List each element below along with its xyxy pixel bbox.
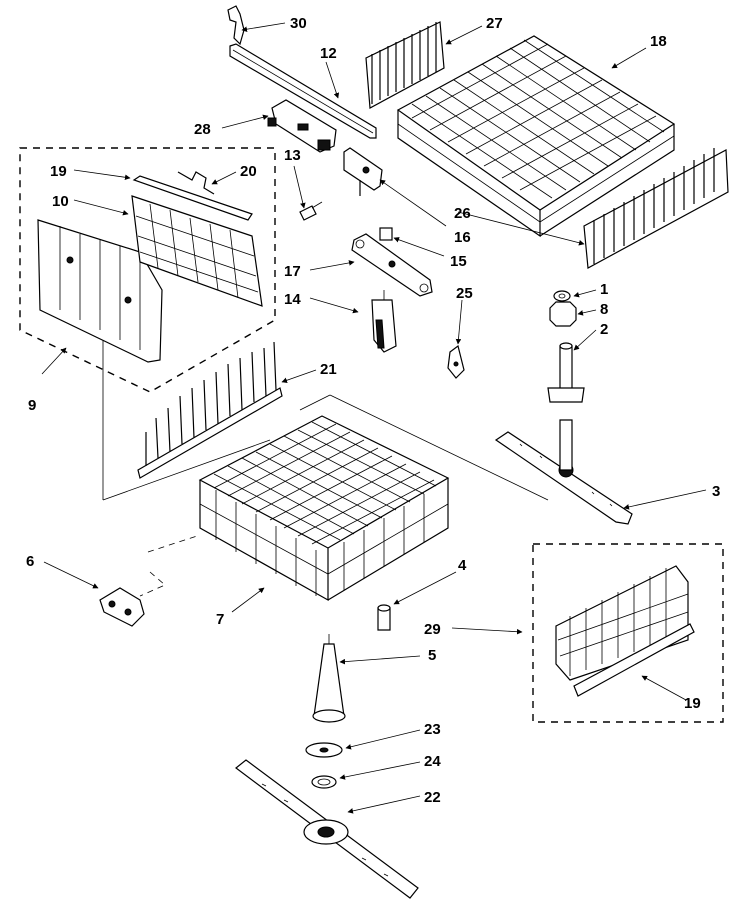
spray-tube-part-2 (547, 342, 585, 403)
clip-part-25 (447, 344, 465, 379)
tine-row-part-21 (137, 341, 283, 479)
label-6: 6 (26, 553, 34, 570)
label-25: 25 (456, 285, 473, 302)
strip-part-19-lower (573, 623, 695, 697)
label-26: 26 (454, 205, 471, 222)
leader-lines (41, 22, 707, 814)
label-22: 22 (424, 789, 441, 806)
clip-part-20 (177, 171, 215, 195)
label-13: 13 (284, 147, 301, 164)
washer-part-1 (553, 290, 571, 302)
label-19-upper: 19 (50, 163, 67, 180)
bracket-part-16 (343, 147, 383, 196)
screw-part-13 (299, 201, 323, 221)
label-27: 27 (486, 15, 503, 32)
label-10: 10 (52, 193, 69, 210)
label-29: 29 (424, 621, 441, 638)
clip-part-30 (227, 5, 245, 46)
label-7: 7 (216, 611, 224, 628)
label-30: 30 (290, 15, 307, 32)
spray-arm-part-3 (494, 419, 633, 525)
label-9: 9 (28, 397, 36, 414)
group-box-9 (19, 147, 276, 393)
part-labels: 30 12 28 27 18 19 20 10 13 16 15 26 17 1… (26, 15, 720, 806)
lower-rack-part-7 (198, 415, 450, 602)
label-24: 24 (424, 753, 441, 770)
label-8: 8 (600, 301, 608, 318)
nut-part-8 (549, 301, 577, 327)
label-23: 23 (424, 721, 441, 738)
upper-rack-part-18 (396, 35, 676, 238)
group-box-29 (532, 543, 724, 723)
holder-part-14 (371, 290, 397, 353)
label-19-lower: 19 (684, 695, 701, 712)
label-28: 28 (194, 121, 211, 138)
label-17: 17 (284, 263, 301, 280)
part-6-bracket (99, 587, 145, 627)
label-15: 15 (450, 253, 467, 270)
tine-row-part-27 (365, 21, 445, 109)
basket-part-29 (555, 565, 689, 681)
label-3: 3 (712, 483, 720, 500)
washer-part-23 (305, 742, 343, 758)
guide-lines (102, 340, 549, 597)
label-4: 4 (458, 557, 467, 574)
label-14: 14 (284, 291, 301, 308)
basket-panel-part-10 (131, 195, 263, 307)
label-2: 2 (600, 321, 608, 338)
spray-arm-part-22 (235, 759, 419, 899)
label-12: 12 (320, 45, 337, 62)
slide-part-28 (267, 99, 337, 153)
connector-part-17 (351, 227, 433, 297)
part-4-cap (377, 604, 391, 631)
label-1: 1 (600, 281, 608, 298)
rail-part-12 (229, 43, 377, 139)
label-20: 20 (240, 163, 257, 180)
tine-row-part-26 (583, 148, 729, 269)
label-5: 5 (428, 647, 436, 664)
strip-part-19-upper (132, 175, 253, 221)
ring-part-24 (311, 775, 337, 789)
spray-tube-part-5 (312, 634, 346, 723)
label-21: 21 (320, 361, 337, 378)
label-18: 18 (650, 33, 667, 50)
label-16: 16 (454, 229, 471, 246)
